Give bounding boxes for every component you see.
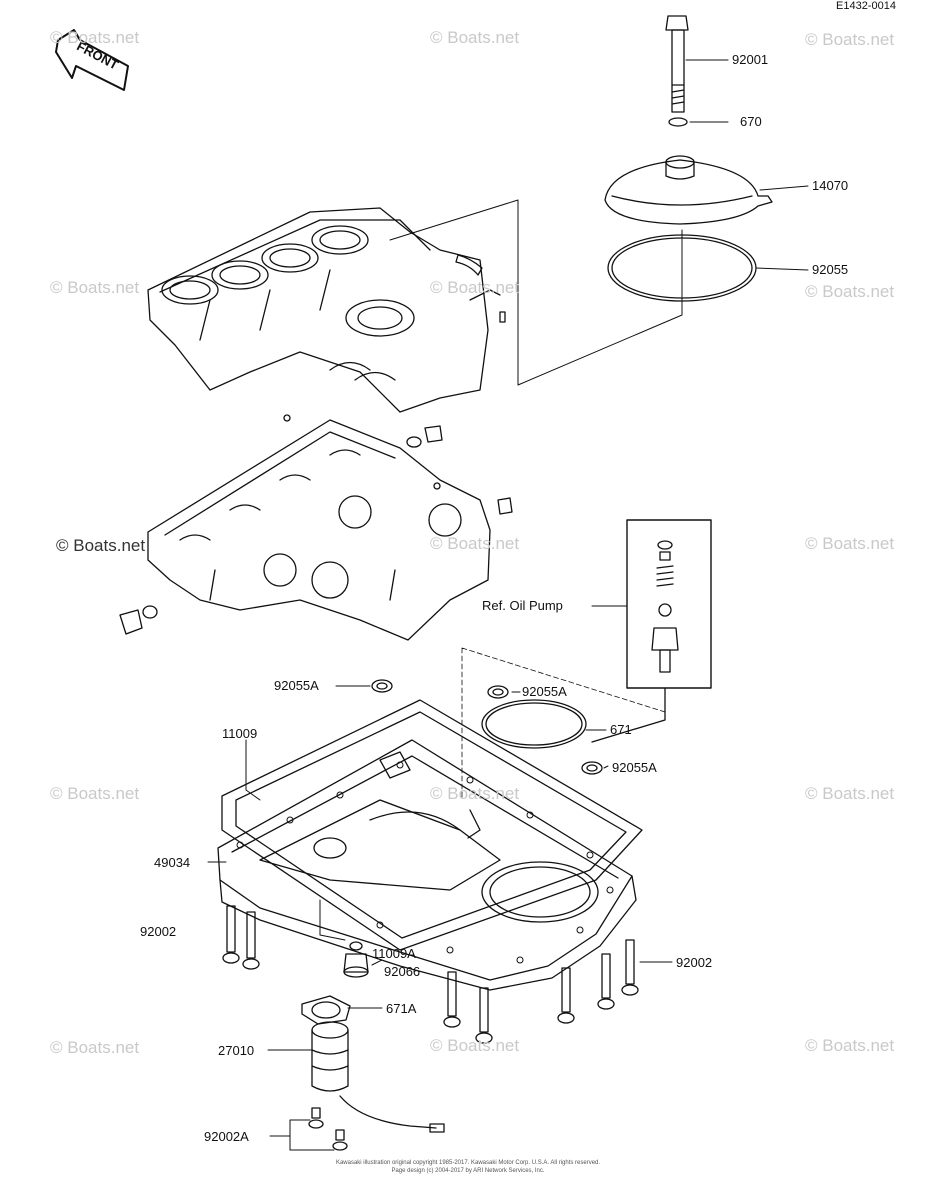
part-label-670[interactable]: 670	[740, 114, 762, 129]
watermark: © Boats.net	[805, 282, 895, 301]
watermark: © Boats.net	[50, 1038, 140, 1057]
part-label-92002A[interactable]: 92002A	[204, 1129, 249, 1144]
seal-92055A-right-icon	[581, 761, 603, 775]
oil-pump-ref-box	[591, 519, 712, 743]
seal-92055A-left-icon	[371, 679, 393, 693]
seal-92055A-mid-icon	[487, 685, 509, 699]
footer-copyright-line2: Page design (c) 2004-2017 by ARI Network…	[391, 1168, 545, 1174]
part-label-14070[interactable]: 14070	[812, 178, 849, 193]
bolt-92001-icon	[665, 15, 689, 113]
drain-plug-92066-icon	[343, 941, 369, 978]
footer-copyright-line1: Kawasaki illustration original copyright…	[335, 1160, 601, 1166]
oil-pan-49034-icon	[217, 739, 637, 991]
part-label-92066[interactable]: 92066	[384, 964, 421, 979]
watermark: © Boats.net	[430, 28, 520, 47]
watermark: © Boats.net	[430, 1036, 520, 1055]
part-label-671A[interactable]: 671A	[386, 1001, 417, 1016]
cover-14070-icon	[604, 155, 773, 225]
screws-92002A-icon	[308, 1107, 348, 1151]
watermark: © Boats.net	[430, 278, 520, 297]
watermark: © Boats.net	[805, 30, 895, 49]
part-label-11009[interactable]: 11009	[222, 726, 258, 741]
part-label-49034[interactable]: 49034	[154, 855, 191, 870]
switch-27010-icon	[311, 1021, 445, 1133]
part-label-11009A[interactable]: 11009A	[372, 946, 416, 961]
watermark: © Boats.net	[805, 1036, 895, 1055]
part-label-671[interactable]: 671	[610, 722, 632, 737]
part-label-92002-left[interactable]: 92002	[140, 924, 177, 939]
watermark: © Boats.net	[50, 28, 140, 47]
bolts-92002-left-icon	[222, 905, 260, 970]
watermark: © Boats.net	[50, 784, 140, 803]
watermark: © Boats.net	[805, 534, 895, 553]
gasket-11009-icon	[221, 699, 643, 951]
diagram-code: E1432-0014	[836, 0, 896, 12]
o-ring-671A-icon	[301, 995, 351, 1025]
watermark: © Boats.net	[56, 536, 146, 555]
o-ring-671-icon	[481, 699, 587, 749]
upper-crankcase-icon	[147, 207, 506, 413]
part-label-92055A-mid[interactable]: 92055A	[522, 684, 567, 699]
part-label-92001[interactable]: 92001	[732, 52, 769, 67]
part-label-27010[interactable]: 27010	[218, 1043, 255, 1058]
watermark: © Boats.net	[805, 784, 895, 803]
part-label-92002-right[interactable]: 92002	[676, 955, 713, 970]
part-label-92055A-right[interactable]: 92055A	[612, 760, 657, 775]
watermark: © Boats.net	[50, 278, 140, 297]
watermark: © Boats.net	[430, 784, 520, 803]
watermark: © Boats.net	[430, 534, 520, 553]
part-label-92055A-left[interactable]: 92055A	[274, 678, 319, 693]
washer-670-icon	[668, 117, 688, 127]
lower-crankcase-icon	[119, 414, 513, 641]
bolts-92002-right-icon	[443, 939, 639, 1044]
part-label-92055[interactable]: 92055	[812, 262, 849, 277]
part-label-ref-oil-pump[interactable]: Ref. Oil Pump	[482, 598, 563, 613]
